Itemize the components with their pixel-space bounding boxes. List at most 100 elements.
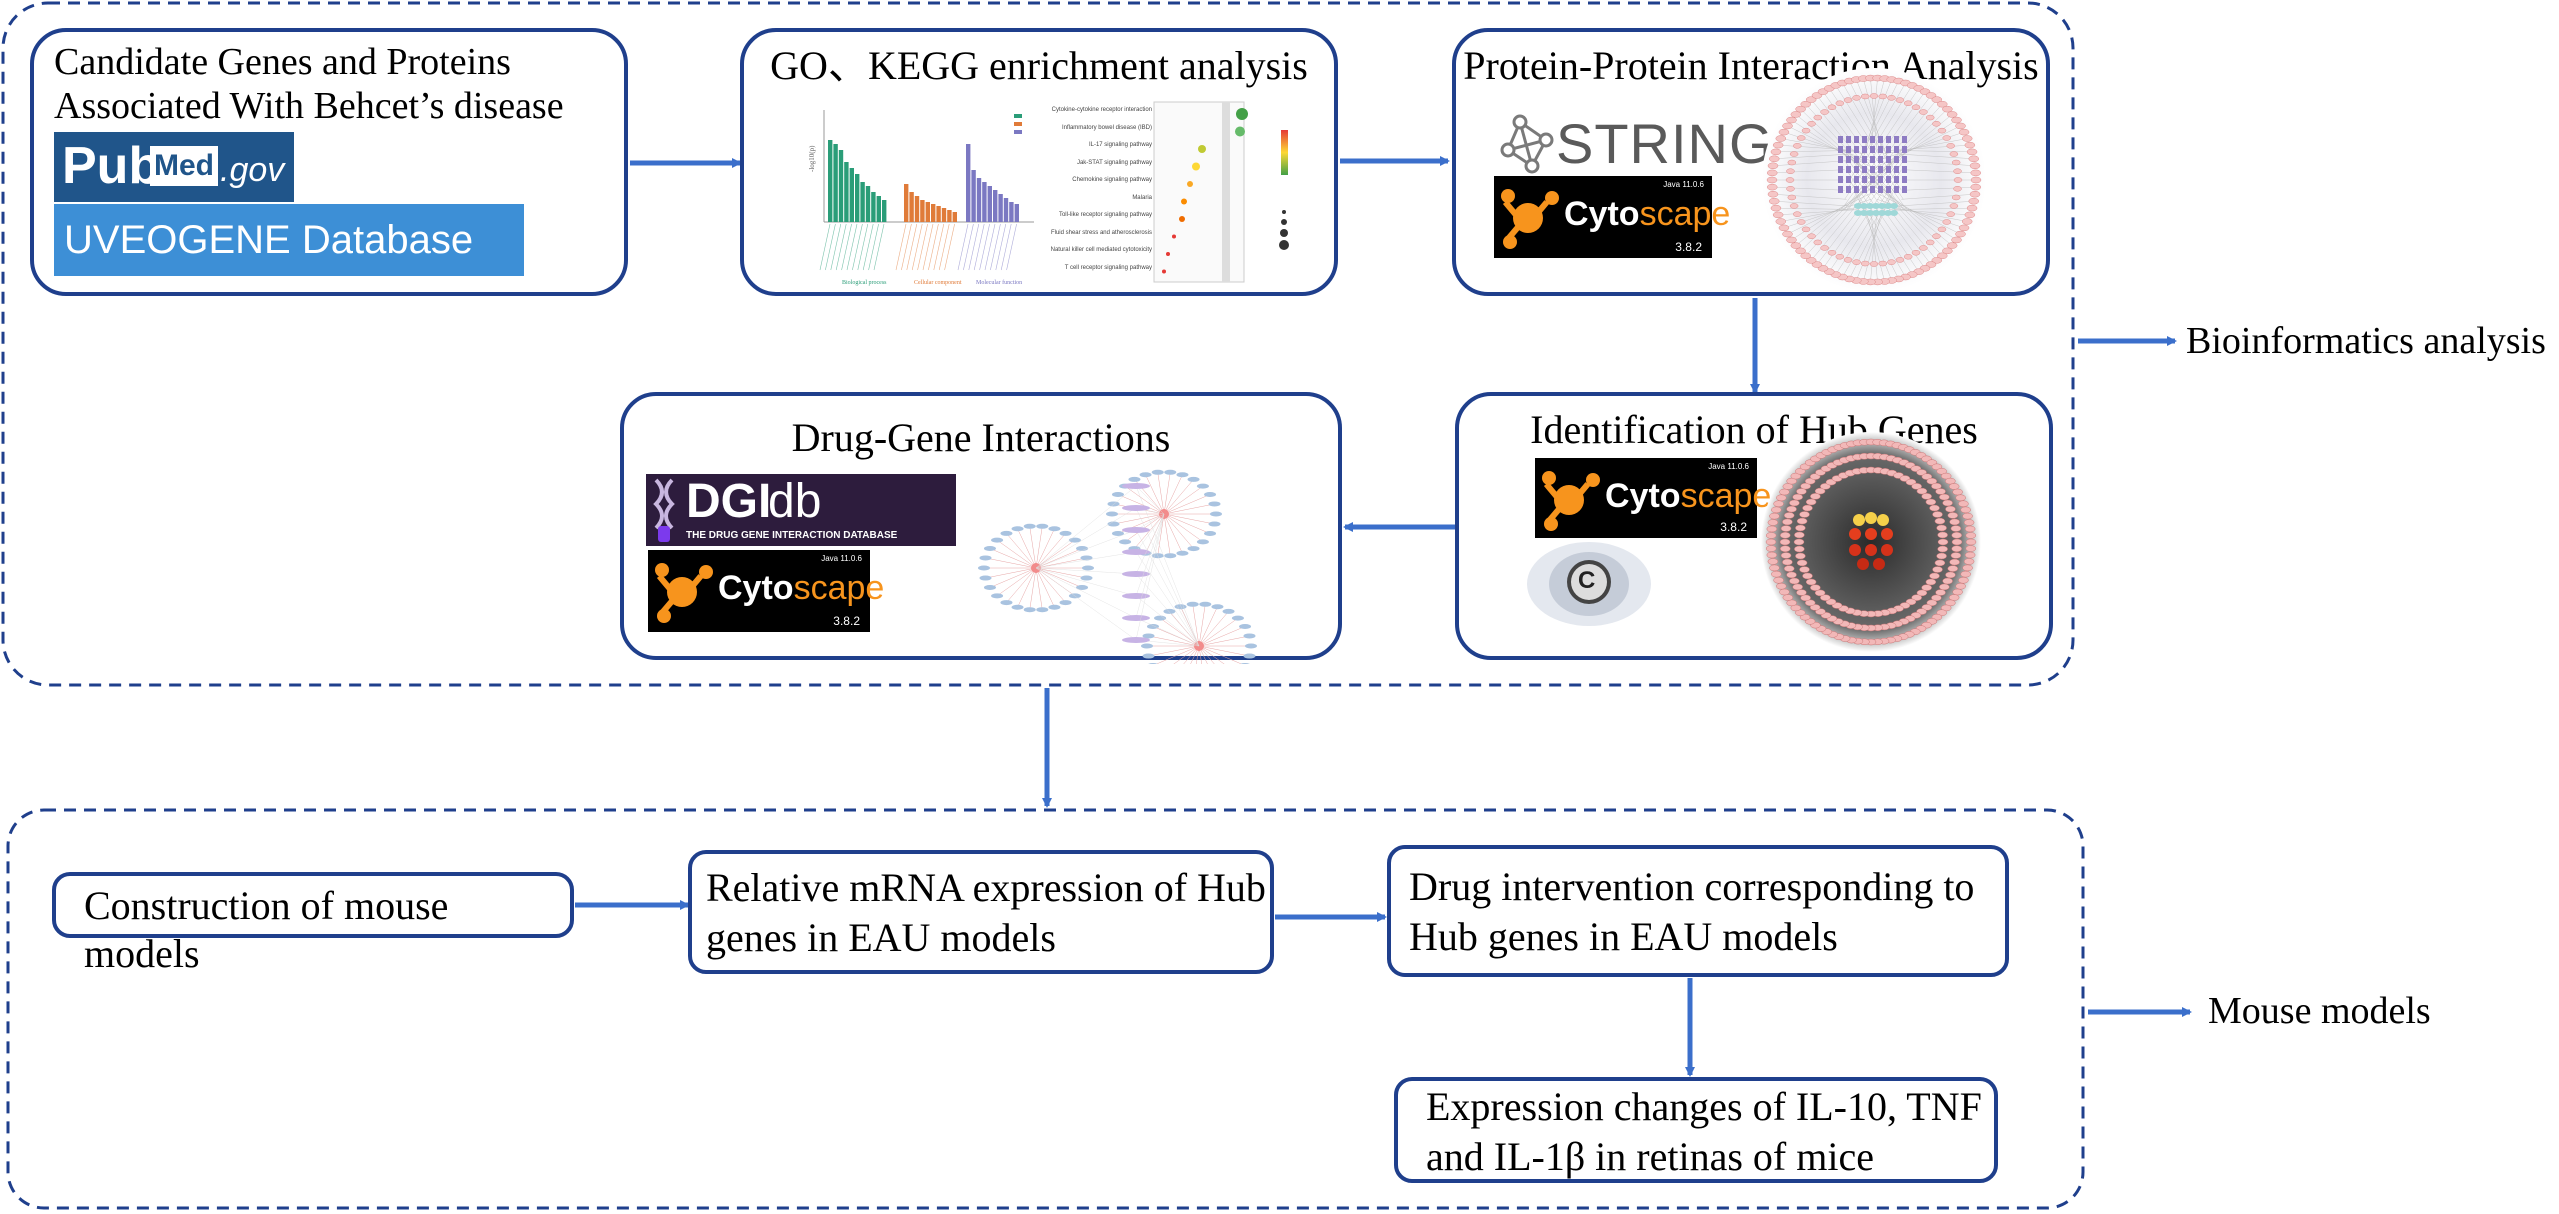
enrichment-box: GO、KEGG enrichment analysis -log10(p) Bi… — [740, 28, 1338, 296]
go-bar — [976, 178, 982, 222]
kegg-dot — [1235, 126, 1245, 137]
pubmed-gov-text: .gov — [220, 151, 285, 189]
go-bar — [931, 204, 936, 222]
go-bar — [855, 174, 860, 222]
kegg-term-label: Cytokine-cytokine receptor interaction — [1051, 107, 1152, 113]
svg-text:Biological process: Biological process — [842, 280, 887, 286]
go-bar — [1003, 198, 1009, 222]
go-bar — [936, 206, 941, 222]
pubmed-pub-text: Pub — [62, 137, 161, 195]
string-network-icon — [1500, 114, 1554, 174]
go-bar — [971, 170, 976, 222]
go-bar — [920, 200, 925, 222]
expression-changes-box: Expression changes of IL-10, TNF and IL-… — [1394, 1077, 1998, 1183]
go-bar — [844, 162, 849, 222]
cytohubba-icon — [1527, 542, 1651, 626]
cytoscape-icon — [1501, 189, 1559, 249]
kegg-term-label: Malaria — [1132, 194, 1152, 201]
cytoscape-logo-drug: Cytoscape Java 11.0.6 3.8.2 — [648, 550, 884, 632]
cytoscape-wordmark: Cytoscape — [718, 569, 885, 607]
kegg-dot — [1166, 252, 1170, 256]
kegg-dot — [1172, 234, 1176, 239]
cytoscape-logo-hub: Cytoscape Java 11.0.6 3.8.2 — [1535, 458, 1771, 538]
candidate-title-line1: Candidate Genes and Proteins — [54, 41, 511, 83]
drug-gene-network-thumbnail — [978, 469, 1257, 664]
java-version-note: Java 11.0.6 — [1663, 180, 1704, 189]
cytoscape-version: 3.8.2 — [1720, 520, 1747, 534]
mrna-line1: Relative mRNA expression of Hub — [706, 865, 1266, 910]
drug-gene-box: Drug-Gene Interactions DGI db THE DRUG G… — [620, 392, 1342, 664]
go-bar — [947, 210, 952, 222]
go-bar — [860, 182, 865, 222]
mrna-line2: genes in EAU models — [706, 915, 1056, 960]
dgidb-db-text: db — [768, 475, 822, 528]
kegg-term-label: IL-17 signaling pathway — [1088, 142, 1152, 148]
go-bar — [871, 192, 876, 222]
kegg-term-label: T cell receptor signaling pathway — [1064, 264, 1152, 271]
drug-gene-title: Drug-Gene Interactions — [791, 415, 1171, 460]
svg-text:Molecular function: Molecular function — [976, 279, 1022, 286]
kegg-dot-plot-thumbnail — [1153, 101, 1289, 283]
kegg-term-label: Inflammatory bowel disease (IBD) — [1061, 124, 1152, 131]
kegg-term-label: Toll-like receptor signaling pathway — [1058, 212, 1152, 218]
go-bar — [904, 184, 909, 222]
go-bar — [833, 144, 838, 222]
go-bar — [941, 208, 947, 222]
bioinformatics-analysis-label: Bioinformatics analysis — [2186, 320, 2546, 362]
ppi-title: Protein-Protein Interaction Analysis — [1463, 43, 2039, 88]
dgidb-logo: DGI db THE DRUG GENE INTERACTION DATABAS… — [646, 474, 956, 546]
go-bar — [993, 190, 998, 222]
kegg-term-label: Fluid shear stress and atherosclerosis — [1050, 229, 1152, 236]
cytoscape-logo-ppi: Cytoscape Java 11.0.6 3.8.2 — [1494, 176, 1730, 258]
go-bar — [909, 192, 914, 222]
cytoscape-icon — [655, 563, 713, 623]
ppi-box: Protein-Protein Interaction Analysis STR… — [1452, 28, 2050, 296]
pubmed-logo: Pub Med .gov — [54, 132, 294, 202]
hub-network-thumbnail — [1761, 432, 1981, 652]
cytohubba-letter: C — [1578, 567, 1596, 594]
kegg-dot — [1187, 181, 1193, 187]
drug-intervention-box: Drug intervention corresponding to Hub g… — [1387, 845, 2009, 977]
go-bar — [1014, 204, 1019, 222]
go-bar — [982, 182, 987, 222]
go-bar — [865, 186, 871, 222]
drug-intervention-line2: Hub genes in EAU models — [1409, 914, 1838, 959]
kegg-dot — [1162, 269, 1166, 274]
cytoscape-version: 3.8.2 — [1675, 240, 1702, 254]
go-bar — [828, 140, 833, 222]
kegg-dot — [1181, 198, 1187, 205]
go-bar — [998, 194, 1003, 222]
go-bar — [1009, 202, 1014, 222]
ppi-network-thumbnail — [1762, 68, 1986, 292]
svg-text:-log10(p): -log10(p) — [808, 145, 816, 172]
go-bar — [914, 196, 920, 222]
java-version-note: Java 11.0.6 — [1708, 462, 1749, 471]
construct-mouse-models-text: Construction of mouse models — [84, 883, 449, 976]
dgidb-dgi-text: DGI — [686, 475, 772, 528]
pubmed-med-text: Med — [150, 146, 218, 186]
candidate-title-line2: Associated With Behcet’s disease — [54, 85, 564, 127]
string-logo-text: STRING — [1556, 112, 1774, 175]
go-bar — [987, 186, 992, 222]
drug-intervention-line1: Drug intervention corresponding to — [1409, 864, 1975, 909]
kegg-dot — [1192, 162, 1200, 171]
go-bar — [966, 144, 971, 222]
cytoscape-wordmark: Cytoscape — [1605, 477, 1772, 515]
kegg-term-label: Chemokine signaling pathway — [1072, 177, 1152, 183]
expression-line1: Expression changes of IL-10, TNF — [1426, 1084, 1982, 1129]
mouse-models-label: Mouse models — [2208, 990, 2431, 1032]
kegg-dot — [1179, 216, 1185, 222]
kegg-dot — [1236, 108, 1248, 120]
go-bar — [882, 200, 887, 222]
go-bar-chart-thumbnail: -log10(p) Biological process Cellular co… — [808, 110, 1034, 286]
dgidb-helix-icon — [653, 478, 675, 542]
go-bar — [925, 202, 930, 222]
cytoscape-icon — [1542, 471, 1600, 531]
cytoscape-version: 3.8.2 — [833, 614, 860, 628]
expression-line2: and IL-1β in retinas of mice — [1426, 1134, 1874, 1179]
go-bar — [849, 168, 854, 222]
svg-text:Cellular component: Cellular component — [914, 280, 962, 286]
candidate-genes-box: Candidate Genes and Proteins Associated … — [30, 28, 628, 296]
uveogene-logo: UVEOGENE Database — [54, 204, 524, 276]
mrna-expression-box: Relative mRNA expression of Hub genes in… — [688, 850, 1274, 974]
